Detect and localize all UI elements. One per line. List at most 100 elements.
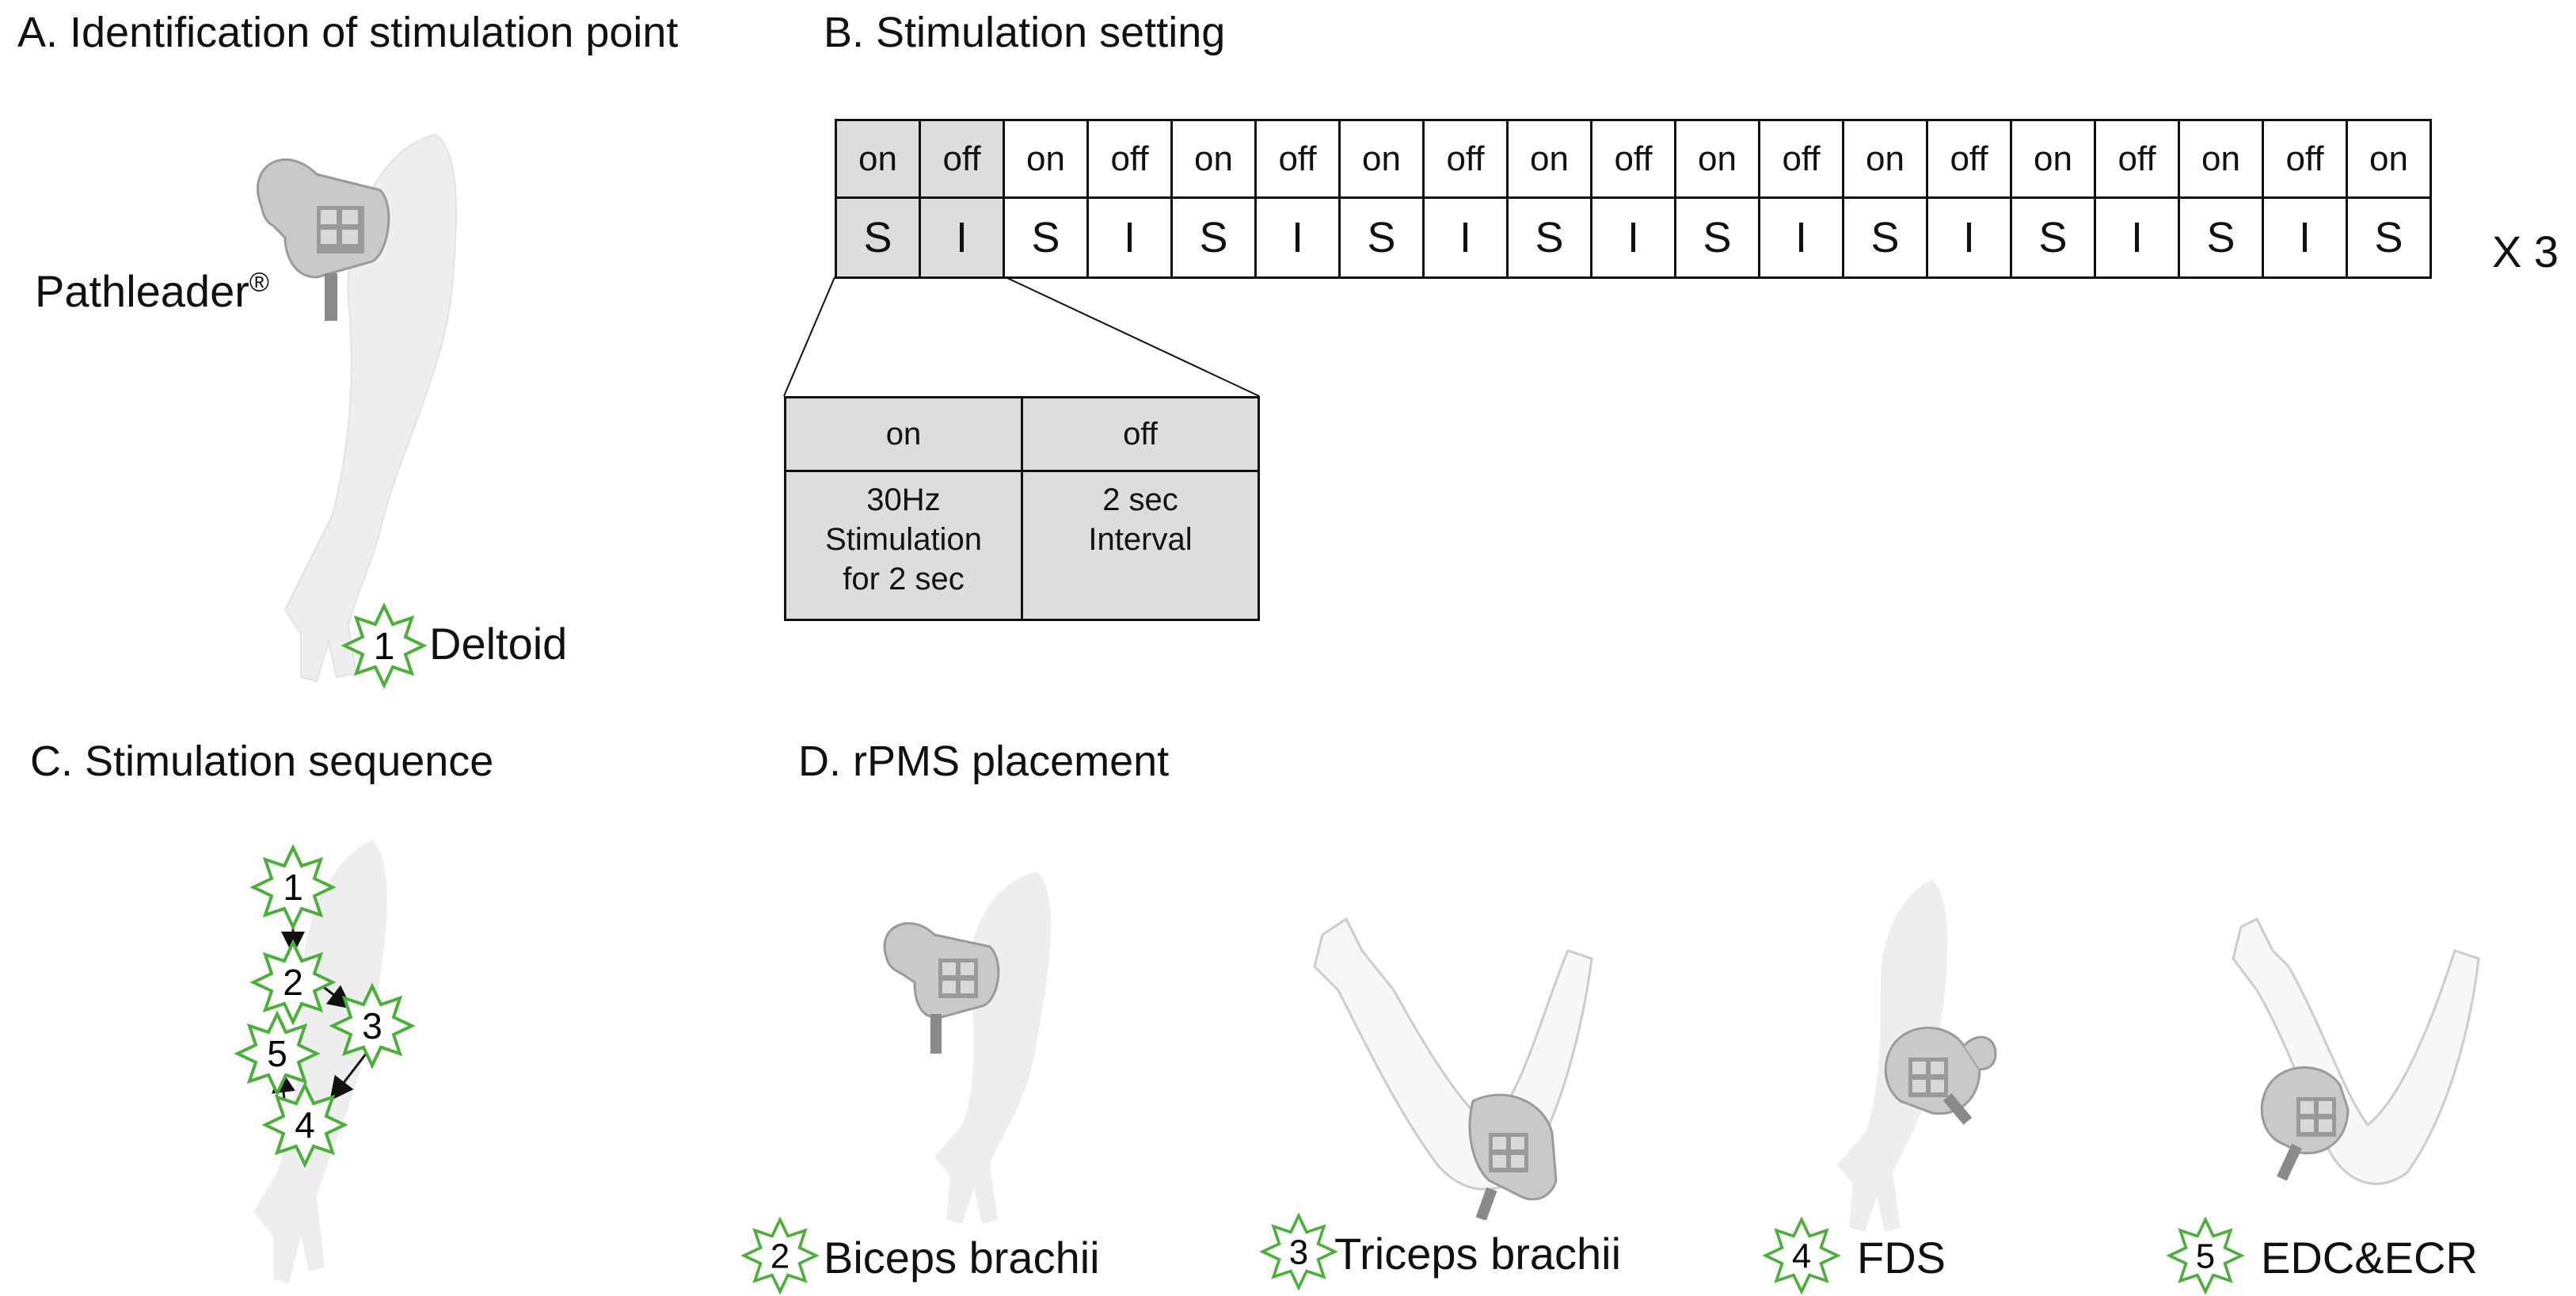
device-icon — [2260, 1066, 2350, 1181]
state-cell: off — [1086, 119, 1173, 199]
detail-on-description: 30Hz Stimulation for 2 sec — [784, 470, 1023, 621]
device-icon — [1884, 1027, 1997, 1125]
code-cell: I — [919, 196, 1005, 279]
device-label-text: Pathleader — [35, 266, 249, 316]
state-cell: on — [2346, 119, 2432, 199]
star-2-icon: 2 — [742, 1218, 818, 1294]
state-cell: on — [2010, 119, 2096, 199]
state-cell: on — [2178, 119, 2264, 199]
star-1-icon: 1 — [343, 604, 425, 687]
code-cell: S — [835, 196, 921, 279]
code-cell: S — [2346, 196, 2432, 279]
state-cell: off — [1254, 119, 1341, 199]
state-cell: on — [1506, 119, 1592, 199]
code-cell: S — [1506, 196, 1592, 279]
code-cell: S — [1170, 196, 1257, 279]
detail-off-header: off — [1021, 396, 1260, 472]
star-5-icon: 5 — [2167, 1218, 2243, 1294]
registered-mark: ® — [249, 267, 269, 298]
code-cell: I — [1086, 196, 1173, 279]
star-3-icon: 3 — [1261, 1214, 1337, 1290]
placement-edc-ecr-illustration — [2232, 917, 2480, 1185]
timeline-code-row: S I S I S I S I S I S I S I S I S I S — [835, 196, 2432, 279]
placement-label-fds: FDS — [1857, 1233, 1946, 1283]
state-cell: off — [1422, 119, 1509, 199]
star-3-number: 3 — [1289, 1233, 1308, 1271]
code-cell: S — [2010, 196, 2096, 279]
panel-d-title: D. rPMS placement — [798, 738, 1170, 785]
star-4-number: 4 — [1792, 1237, 1811, 1275]
code-cell: S — [1003, 196, 1089, 279]
state-cell: off — [919, 119, 1005, 199]
sequence-star-1-icon: 1 — [252, 846, 334, 928]
detail-on-line: 30Hz — [866, 482, 941, 517]
state-cell: off — [2094, 119, 2180, 199]
arm-shape — [2232, 917, 2480, 1185]
code-cell: I — [1422, 196, 1509, 279]
code-cell: I — [1926, 196, 2012, 279]
code-cell: S — [1842, 196, 1928, 279]
panel-b-title: B. Stimulation setting — [824, 9, 1226, 56]
panel-c-sequence-illustration: 1 2 3 4 5 — [236, 840, 413, 1283]
detail-off-description: 2 sec Interval — [1021, 470, 1260, 621]
state-cell: off — [1758, 119, 1844, 199]
state-cell: off — [2262, 119, 2348, 199]
detail-off-line: 2 sec — [1102, 482, 1178, 517]
state-cell: off — [1926, 119, 2012, 199]
point-label-deltoid: Deltoid — [429, 619, 568, 669]
sequence-number: 3 — [362, 1005, 382, 1046]
state-cell: on — [1674, 119, 1760, 199]
star-5-number: 5 — [2196, 1237, 2215, 1275]
placement-fds-illustration — [1837, 879, 1997, 1232]
state-cell: on — [1003, 119, 1089, 199]
code-cell: S — [2178, 196, 2264, 279]
arm-shape — [253, 840, 387, 1283]
placement-triceps-illustration — [1313, 917, 1593, 1220]
state-cell: off — [1590, 119, 1676, 199]
detail-on-line: Stimulation — [825, 522, 982, 557]
star-2-number: 2 — [771, 1237, 790, 1275]
code-cell: I — [2094, 196, 2180, 279]
panel-a-title: A. Identification of stimulation point — [17, 9, 679, 56]
sequence-star-2-icon: 2 — [252, 941, 334, 1023]
placement-label-edc-ecr: EDC&ECR — [2261, 1233, 2478, 1283]
device-label: Pathleader® — [35, 265, 269, 317]
device-icon — [1468, 1093, 1558, 1220]
code-cell: I — [1254, 196, 1341, 279]
device-icon — [256, 158, 390, 321]
sequence-star-3-icon: 3 — [331, 985, 413, 1067]
detail-on-line: for 2 sec — [843, 562, 965, 597]
device-icon — [883, 922, 1000, 1054]
state-cell: on — [1842, 119, 1928, 199]
sequence-number: 1 — [283, 867, 303, 908]
stimulation-timeline-table: on off on off on off on off on off on of… — [835, 119, 2432, 279]
star-1-number: 1 — [374, 626, 395, 668]
arm-shape — [934, 871, 1052, 1224]
code-cell: I — [1758, 196, 1844, 279]
sequence-star-4-icon: 4 — [264, 1084, 346, 1166]
detail-off-line: Interval — [1088, 522, 1193, 557]
timeline-state-row: on off on off on off on off on off on of… — [835, 119, 2432, 199]
sequence-number: 2 — [283, 962, 303, 1003]
placement-label-biceps: Biceps brachii — [824, 1233, 1100, 1283]
detail-on-header: on — [784, 396, 1023, 472]
state-cell: on — [1338, 119, 1425, 199]
code-cell: S — [1338, 196, 1425, 279]
panel-c-title: C. Stimulation sequence — [30, 738, 494, 785]
code-cell: I — [2262, 196, 2348, 279]
code-cell: S — [1674, 196, 1760, 279]
placement-biceps-illustration — [883, 871, 1052, 1224]
state-cell: on — [835, 119, 921, 199]
code-cell: I — [1590, 196, 1676, 279]
sequence-star-5-icon: 5 — [236, 1012, 318, 1095]
sequence-number: 5 — [267, 1033, 287, 1074]
arm-shape — [283, 133, 457, 683]
sequence-number: 4 — [295, 1104, 315, 1145]
panel-a-arm-illustration — [256, 133, 457, 683]
repeat-label: X 3 — [2492, 227, 2559, 276]
stimulation-detail-table: on off 30Hz Stimulation for 2 sec 2 sec … — [784, 396, 1260, 621]
placement-label-triceps: Triceps brachii — [1334, 1229, 1622, 1279]
state-cell: on — [1170, 119, 1257, 199]
star-4-icon: 4 — [1764, 1218, 1840, 1294]
